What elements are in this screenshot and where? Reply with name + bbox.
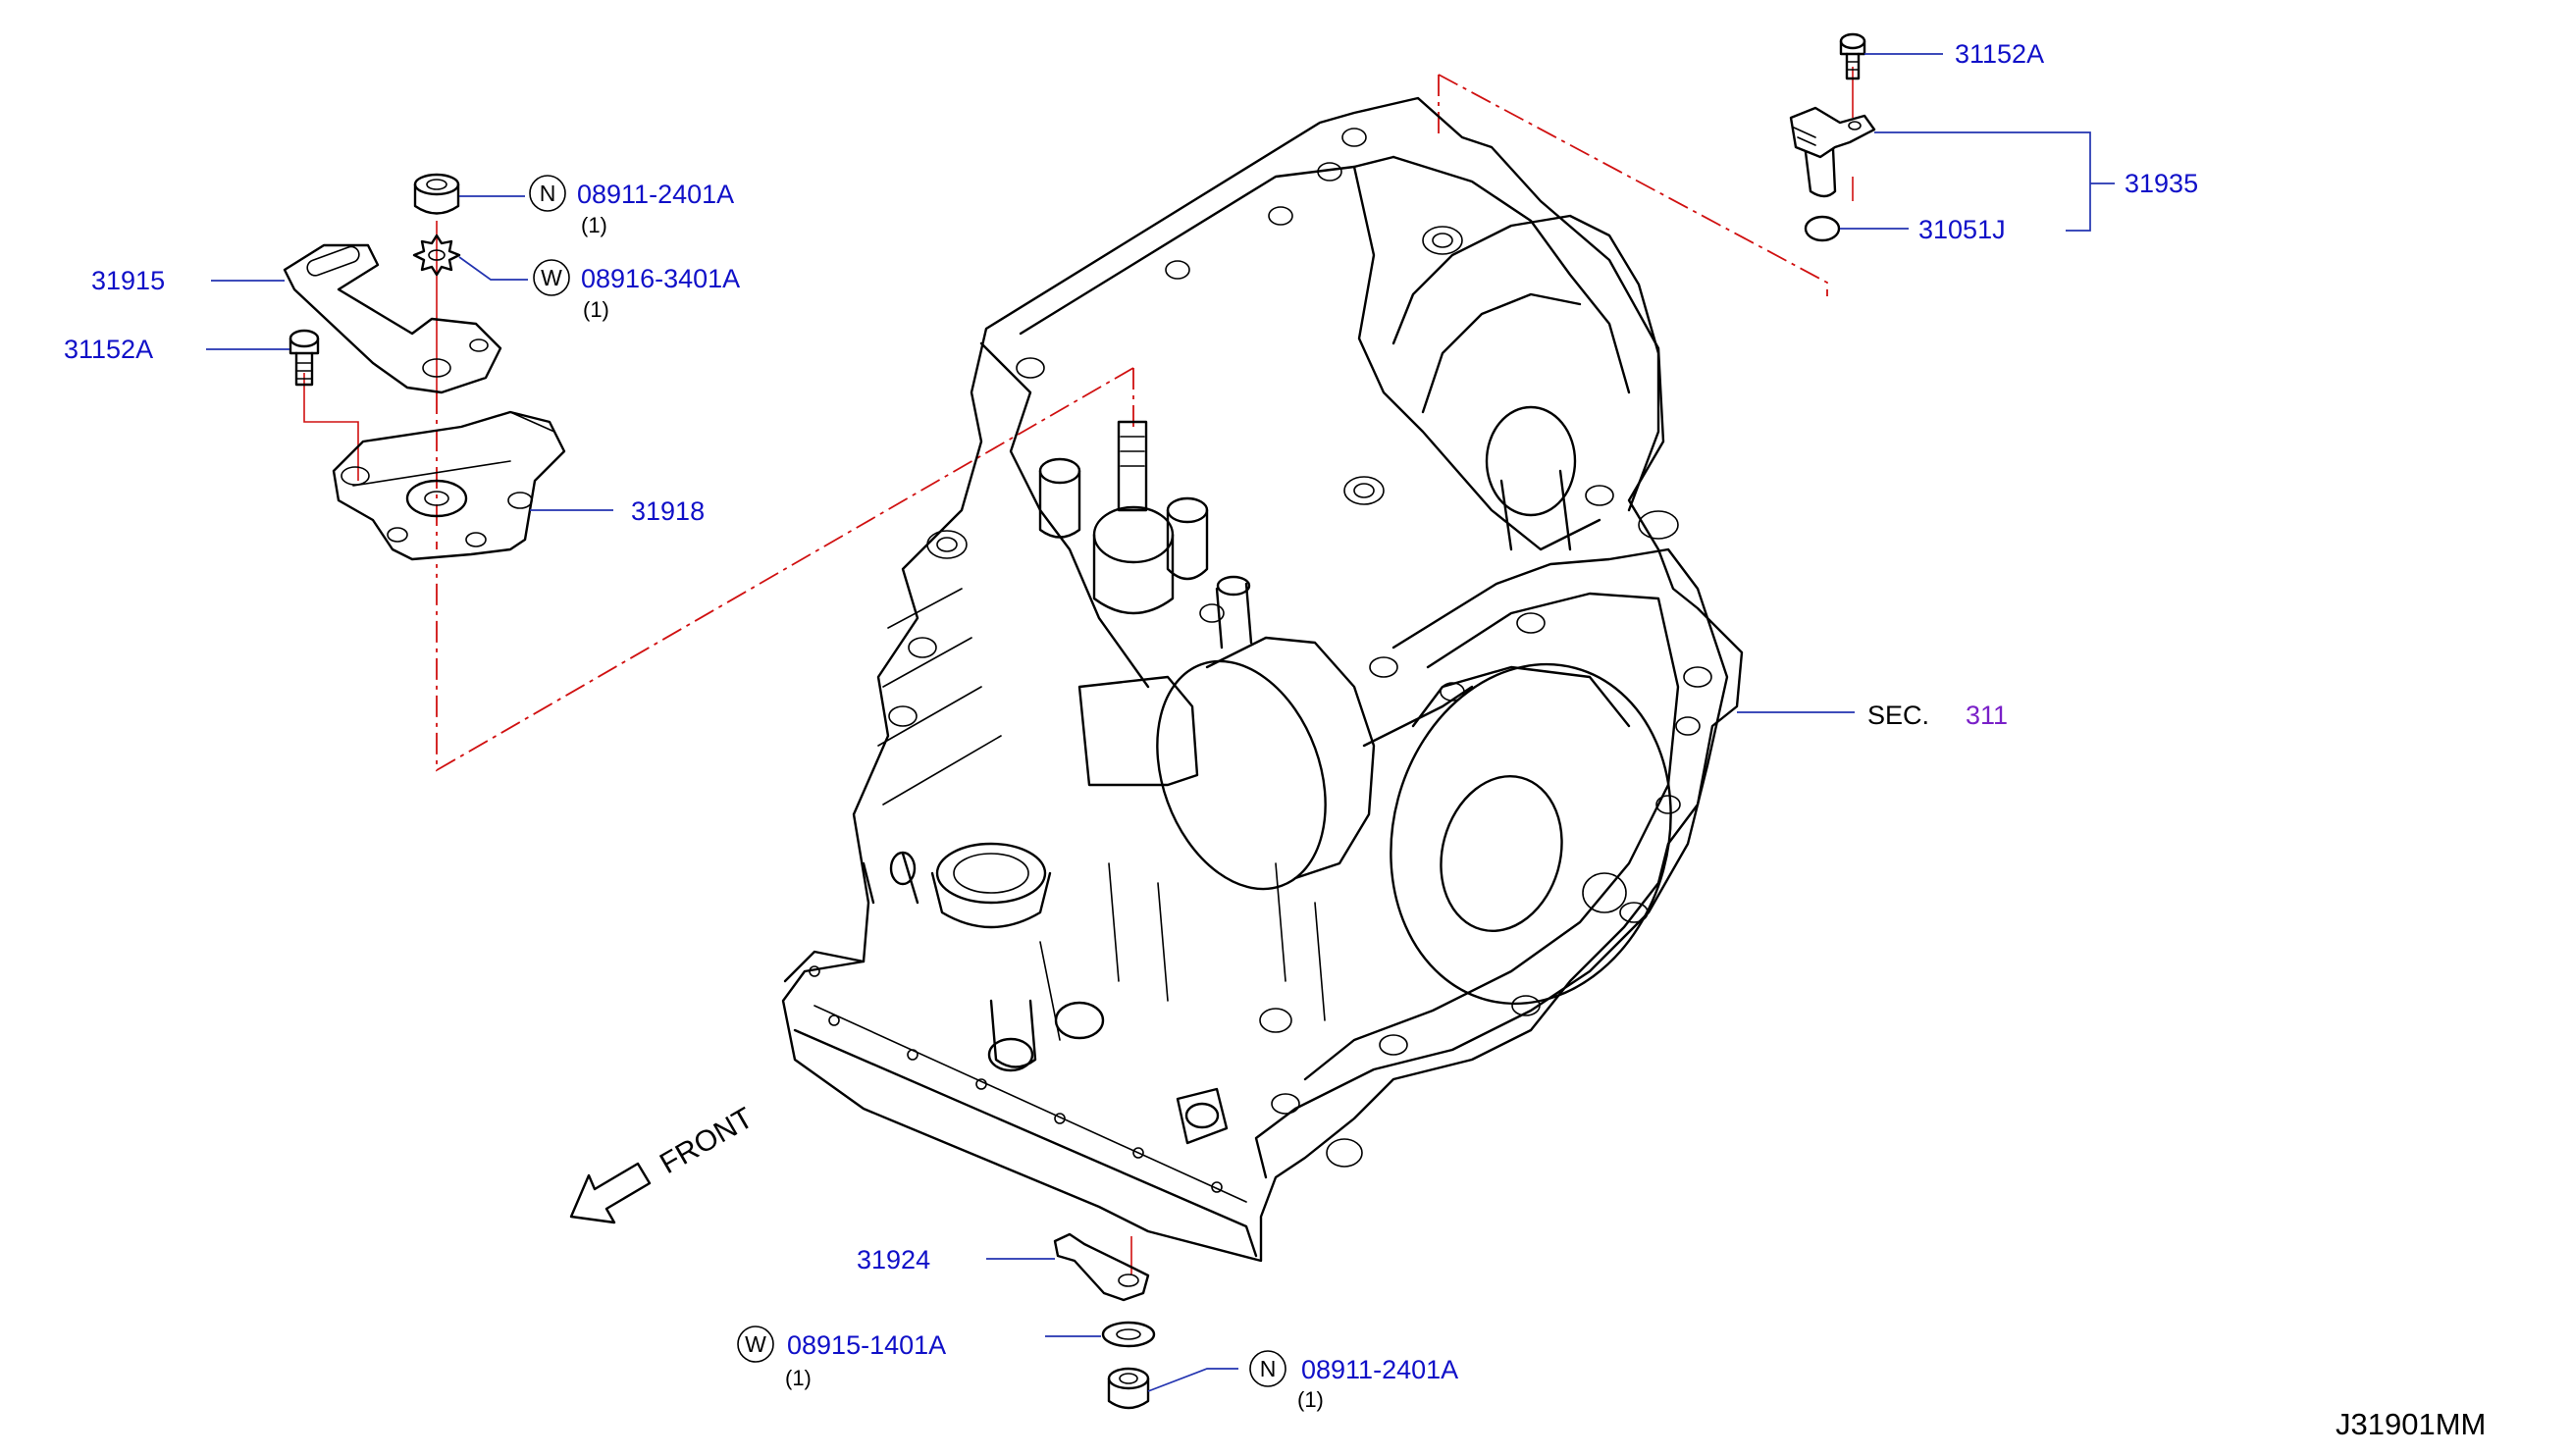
part-31935-sensor [1789, 106, 1876, 198]
centerlines [303, 67, 1854, 1275]
section-prefix: SEC. [1867, 701, 1929, 730]
bolt-31152A-left [289, 329, 320, 387]
label-08911-bottom[interactable]: N 08911-2401A (1) [1249, 1350, 1458, 1412]
part-31918-switch [332, 410, 566, 561]
part-number-31915[interactable]: 31915 [91, 266, 165, 295]
front-arrow-icon [569, 1162, 652, 1224]
qty-08916: (1) [583, 297, 609, 322]
part-number-31935[interactable]: 31935 [2125, 169, 2198, 198]
part-number-31924[interactable]: 31924 [857, 1245, 930, 1274]
oring-31051J [1804, 215, 1841, 242]
circle-letter-n-bottom: N [1260, 1356, 1277, 1381]
washer-08915 [1101, 1321, 1156, 1348]
bolt-31152A-right [1839, 32, 1866, 80]
leader-lines [206, 53, 2115, 1392]
nut-08911-bottom [1107, 1367, 1150, 1410]
transmission-case [781, 96, 1744, 1263]
washer-08916 [412, 234, 461, 277]
part-number-08915: 08915-1401A [787, 1330, 946, 1360]
part-number-31918[interactable]: 31918 [631, 496, 705, 526]
section-number-link[interactable]: 311 [1966, 701, 2008, 730]
oil-pan-bolt-holes [809, 965, 1223, 1193]
case-bolt-holes [888, 128, 1712, 1168]
qty-08911-bottom: (1) [1297, 1387, 1324, 1412]
label-08915[interactable]: W 08915-1401A (1) [737, 1326, 946, 1390]
part-number-08911-top: 08911-2401A [577, 180, 734, 209]
label-08916[interactable]: W 08916-3401A (1) [533, 259, 740, 322]
part-31924-bracket [1053, 1232, 1150, 1302]
part-number-08911-bottom: 08911-2401A [1301, 1355, 1458, 1384]
front-direction-indicator: FRONT [569, 1102, 759, 1224]
circle-letter-w-08915: W [745, 1331, 766, 1357]
circle-letter-w-08916: W [541, 265, 562, 290]
part-31915-bracket [283, 243, 502, 394]
part-number-08916: 08916-3401A [581, 264, 740, 293]
nut-08911-top [413, 173, 460, 215]
qty-08911-top: (1) [581, 213, 607, 237]
part-number-31152A-left[interactable]: 31152A [64, 335, 153, 364]
label-08911-top[interactable]: N 08911-2401A (1) [529, 175, 734, 237]
section-reference[interactable]: SEC. 311 [1867, 701, 2008, 730]
part-number-31051J[interactable]: 31051J [1918, 215, 2006, 244]
part-number-31152A-right[interactable]: 31152A [1955, 39, 2044, 69]
qty-08915: (1) [785, 1366, 812, 1390]
front-label: FRONT [655, 1102, 759, 1180]
drawing-reference: J31901MM [2336, 1407, 2486, 1441]
circle-letter-n-top: N [540, 181, 556, 206]
